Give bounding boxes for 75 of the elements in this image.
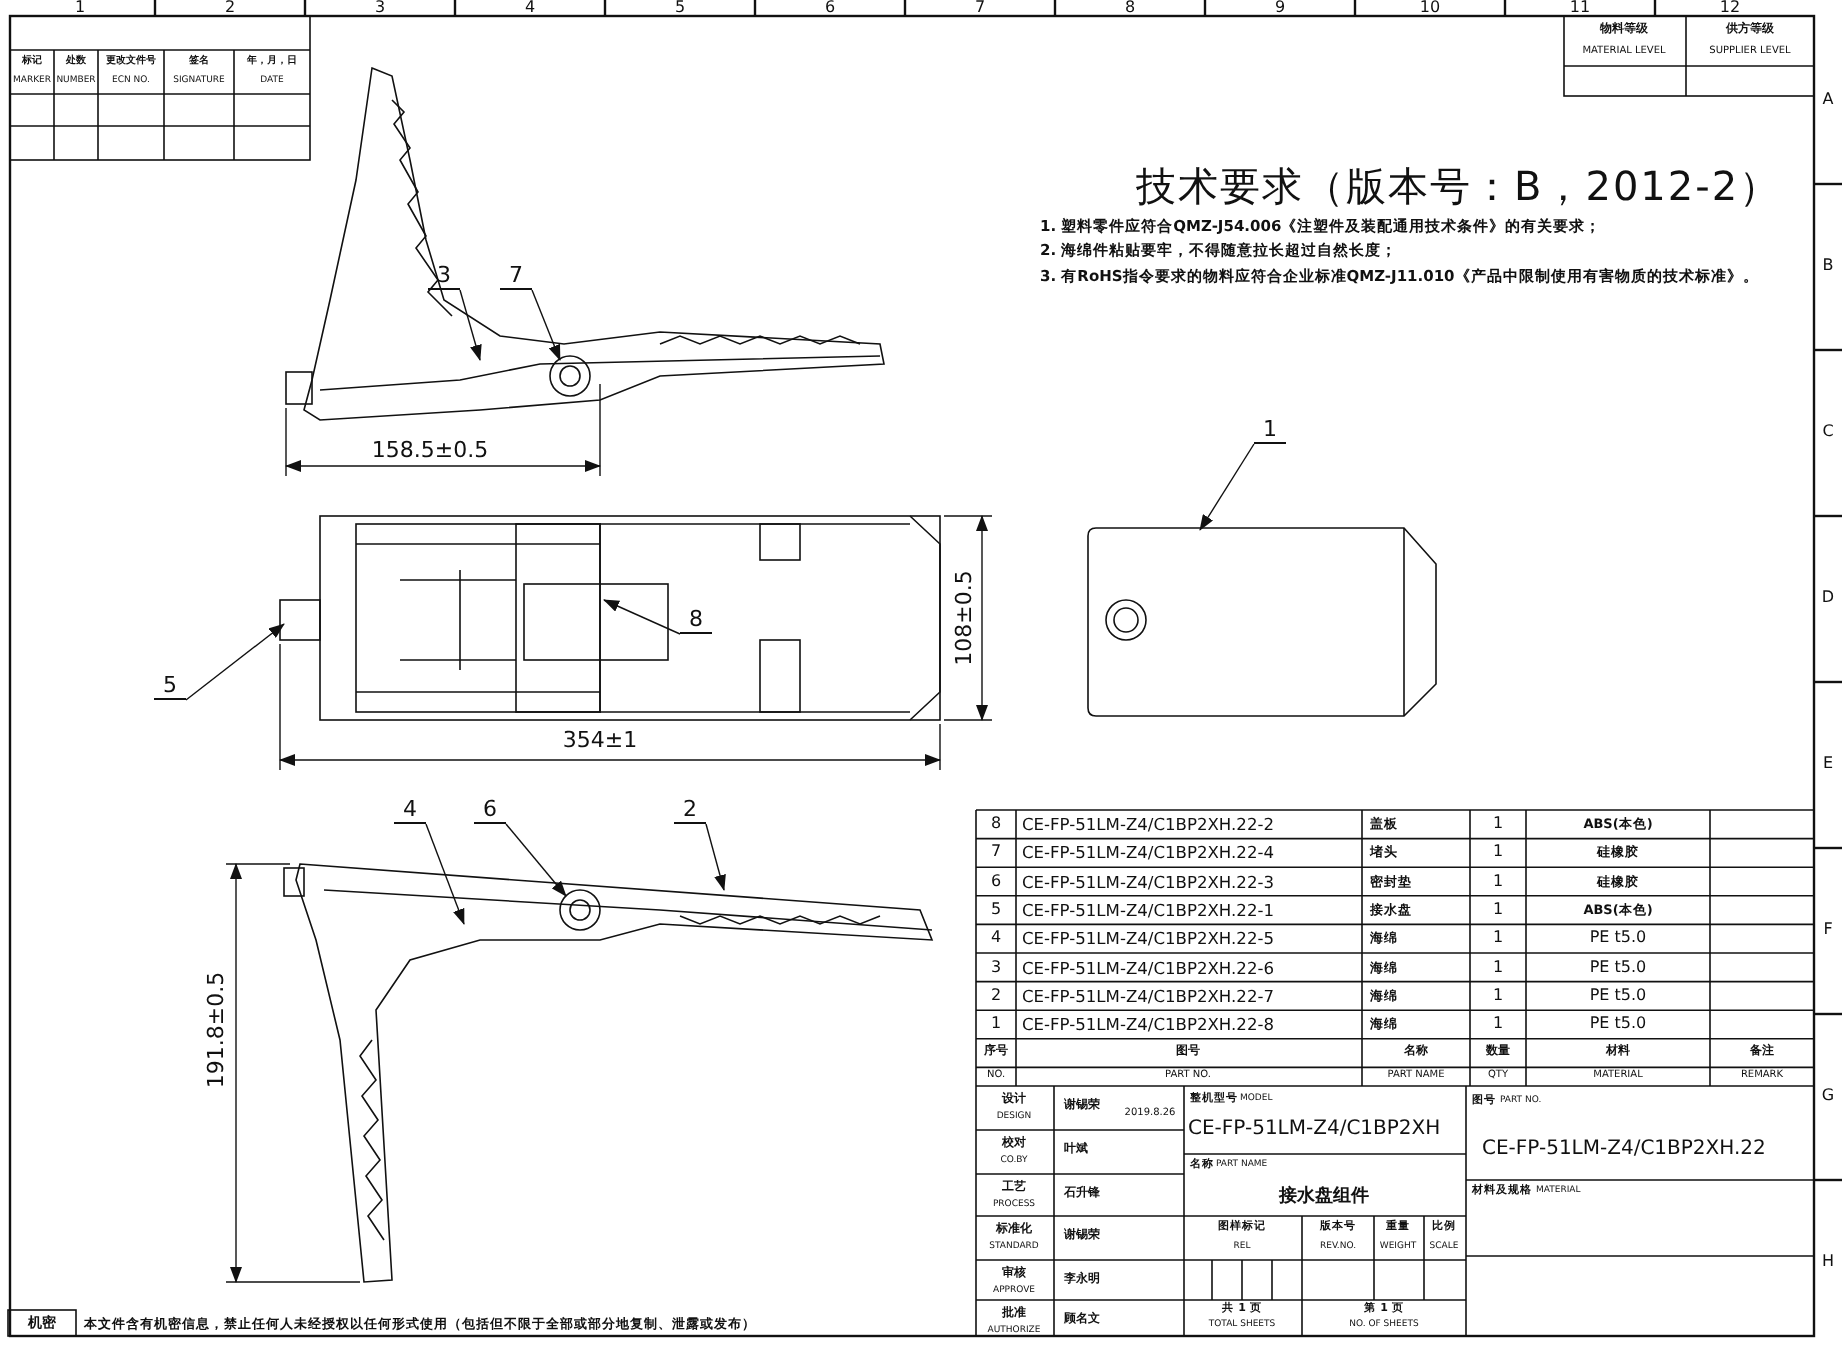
leader-line	[531, 289, 561, 361]
grid-letter: D	[1821, 590, 1835, 606]
part-number: CE-FP-51LM-Z4/C1BP2XH.22-5	[1022, 930, 1274, 947]
material-text: PE t5.0	[1589, 987, 1647, 1004]
grid-letter: G	[1821, 1088, 1835, 1104]
leader-line	[705, 823, 726, 891]
leader-line	[505, 823, 567, 897]
quantity: 1	[1492, 873, 1504, 890]
grid-number: 6	[824, 0, 836, 16]
grid-letter: H	[1822, 1254, 1834, 1270]
leader-line	[425, 823, 465, 925]
material-text: PE t5.0	[1589, 1016, 1647, 1033]
leader-line	[459, 289, 482, 361]
part-number: CE-FP-51LM-Z4/C1BP2XH.22-7	[1022, 987, 1274, 1004]
leader-line	[185, 623, 285, 701]
quantity: 1	[1492, 959, 1504, 975]
side-view-drawing	[1087, 527, 1437, 717]
quantity: 1	[1492, 816, 1504, 832]
grid-number: 5	[674, 0, 686, 16]
middle-view-drawing	[279, 515, 941, 721]
callout-number: 2	[674, 796, 706, 824]
grid-number: 9	[1274, 0, 1286, 16]
callout-number: 7	[500, 262, 532, 290]
callout-number: 4	[394, 796, 426, 824]
leader-line	[603, 599, 681, 635]
grid-number: 4	[524, 0, 536, 16]
material-text: PE t5.0	[1589, 959, 1647, 975]
material-text: PE t5.0	[1589, 930, 1647, 947]
grid-number: 11	[1569, 0, 1591, 16]
row-number: 1	[990, 1016, 1002, 1033]
row-number: 3	[990, 959, 1002, 975]
dimension-text: 158.5±0.5	[371, 439, 489, 461]
leader-line	[1199, 443, 1255, 531]
grid-number: 12	[1719, 0, 1741, 16]
callout-number: 5	[154, 672, 186, 700]
row-number: 5	[990, 901, 1002, 918]
row-number: 8	[990, 816, 1002, 832]
quantity: 1	[1492, 987, 1504, 1004]
grid-letter: A	[1822, 92, 1834, 108]
part-number: CE-FP-51LM-Z4/C1BP2XH.22-4	[1022, 844, 1274, 861]
quantity: 1	[1492, 844, 1504, 861]
quantity: 1	[1492, 901, 1504, 918]
row-number: 7	[990, 844, 1002, 861]
row-number: 4	[990, 930, 1002, 947]
grid-number: 3	[374, 0, 386, 16]
callout-number: 1	[1254, 416, 1286, 444]
bottom-view-drawing	[283, 863, 934, 1283]
grid-number: 10	[1419, 0, 1441, 16]
callout-number: 3	[428, 262, 460, 290]
title-text: 技术要求（版本号：B，2012-2）	[1136, 166, 1782, 206]
callout-number: 6	[474, 796, 506, 824]
dimension-text: 354±1	[562, 729, 638, 751]
grid-letter: B	[1822, 258, 1834, 274]
grid-letter: E	[1822, 756, 1834, 772]
grid-number: 8	[1124, 0, 1136, 16]
grid-number: 2	[224, 0, 236, 16]
part-number: CE-FP-51LM-Z4/C1BP2XH.22-2	[1022, 815, 1274, 833]
grid-number: 1	[74, 0, 86, 16]
quantity: 1	[1492, 930, 1504, 947]
top-view-drawing	[285, 66, 885, 421]
row-number: 6	[990, 873, 1002, 890]
quantity: 1	[1492, 1016, 1504, 1033]
drawing-number: CE-FP-51LM-Z4/C1BP2XH.22	[1482, 1140, 1766, 1160]
part-number: CE-FP-51LM-Z4/C1BP2XH.22-8	[1022, 1015, 1274, 1033]
part-number: CE-FP-51LM-Z4/C1BP2XH.22-6	[1022, 958, 1274, 976]
grid-letter: F	[1823, 922, 1833, 938]
model-number: CE-FP-51LM-Z4/C1BP2XH	[1188, 1120, 1441, 1140]
part-number: CE-FP-51LM-Z4/C1BP2XH.22-1	[1022, 901, 1274, 919]
part-name: 接水盘组件	[1279, 1189, 1369, 1207]
row-number: 2	[990, 987, 1002, 1004]
dimension-text: 191.8±0.5	[205, 971, 227, 1089]
dimension-text: 108±0.5	[953, 570, 975, 666]
grid-letter: C	[1822, 424, 1834, 440]
part-number: CE-FP-51LM-Z4/C1BP2XH.22-3	[1022, 872, 1274, 890]
grid-number: 7	[974, 0, 986, 16]
